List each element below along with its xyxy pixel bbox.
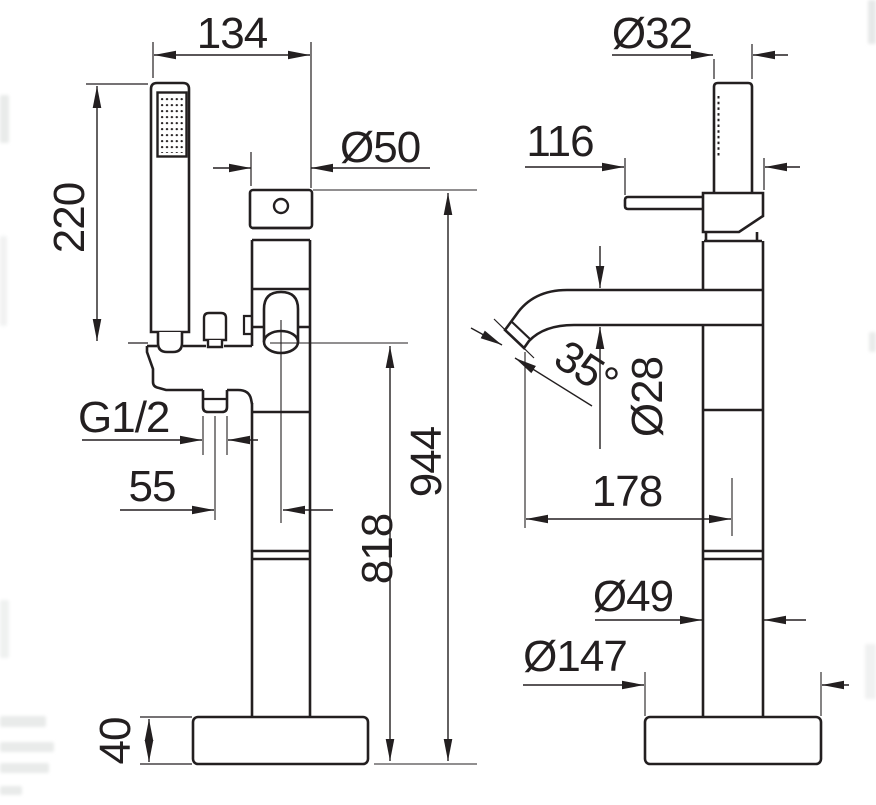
dim-g12 <box>82 416 258 455</box>
dim-134 <box>152 42 312 188</box>
label-35: 35° <box>546 331 626 407</box>
cap-hole <box>272 197 290 215</box>
label-818: 818 <box>353 514 402 584</box>
label-116: 116 <box>526 117 593 166</box>
tip-face-extension <box>493 318 535 359</box>
dim-178 <box>524 352 733 536</box>
side-view <box>82 42 477 766</box>
label-147: Ø147 <box>523 632 627 681</box>
base-side <box>191 715 370 766</box>
dim-40 <box>140 716 192 765</box>
label-178: 178 <box>592 467 662 516</box>
label-55: 55 <box>129 462 176 511</box>
label-49: Ø49 <box>593 572 673 621</box>
dim-35 <box>470 318 593 407</box>
dim-50 <box>213 152 430 186</box>
base-front <box>643 715 823 766</box>
label-g12: G1/2 <box>78 393 169 442</box>
label-944: 944 <box>402 426 451 497</box>
front-view <box>470 44 849 766</box>
valve-body <box>145 311 254 414</box>
spout-tip-collar <box>511 321 532 341</box>
watermark-smudge <box>0 600 9 658</box>
dimension-labels: 134 220 Ø50 G1/2 55 818 944 40 Ø32 116 3… <box>45 9 693 765</box>
label-28: Ø28 <box>623 357 672 437</box>
spout <box>503 288 703 350</box>
cartridge-body <box>701 191 765 234</box>
watermark-smudge <box>865 644 876 699</box>
dim-147 <box>523 672 849 716</box>
watermark-smudge <box>0 95 9 143</box>
handshower-side <box>149 81 191 354</box>
dim-220 <box>86 83 148 344</box>
label-220: 220 <box>45 183 94 253</box>
label-40: 40 <box>91 718 140 765</box>
dim-944 <box>313 189 477 765</box>
mixer-lever <box>623 191 765 243</box>
watermark-smudge <box>0 786 22 795</box>
column-front <box>701 241 765 717</box>
watermark-smudge <box>0 763 49 773</box>
watermark-smudge <box>869 332 876 352</box>
label-134: 134 <box>197 9 268 58</box>
g12-fitting <box>201 390 229 414</box>
dim-55 <box>120 416 333 520</box>
column-side <box>242 188 314 717</box>
handshower-nozzle <box>156 332 184 354</box>
spout-front-projection <box>262 290 300 523</box>
dim-32 <box>612 44 788 79</box>
label-50: Ø50 <box>340 123 420 172</box>
dim-818 <box>270 342 408 761</box>
handshower-front <box>712 81 754 193</box>
watermark-smudge <box>0 236 7 326</box>
diverter-knob <box>202 311 228 342</box>
watermark-smudge <box>868 0 876 44</box>
watermark-smudge <box>0 716 46 727</box>
dim-116 <box>525 158 800 195</box>
watermark-smudge <box>0 742 54 752</box>
label-32: Ø32 <box>612 9 692 58</box>
holder-bracket <box>242 314 252 336</box>
